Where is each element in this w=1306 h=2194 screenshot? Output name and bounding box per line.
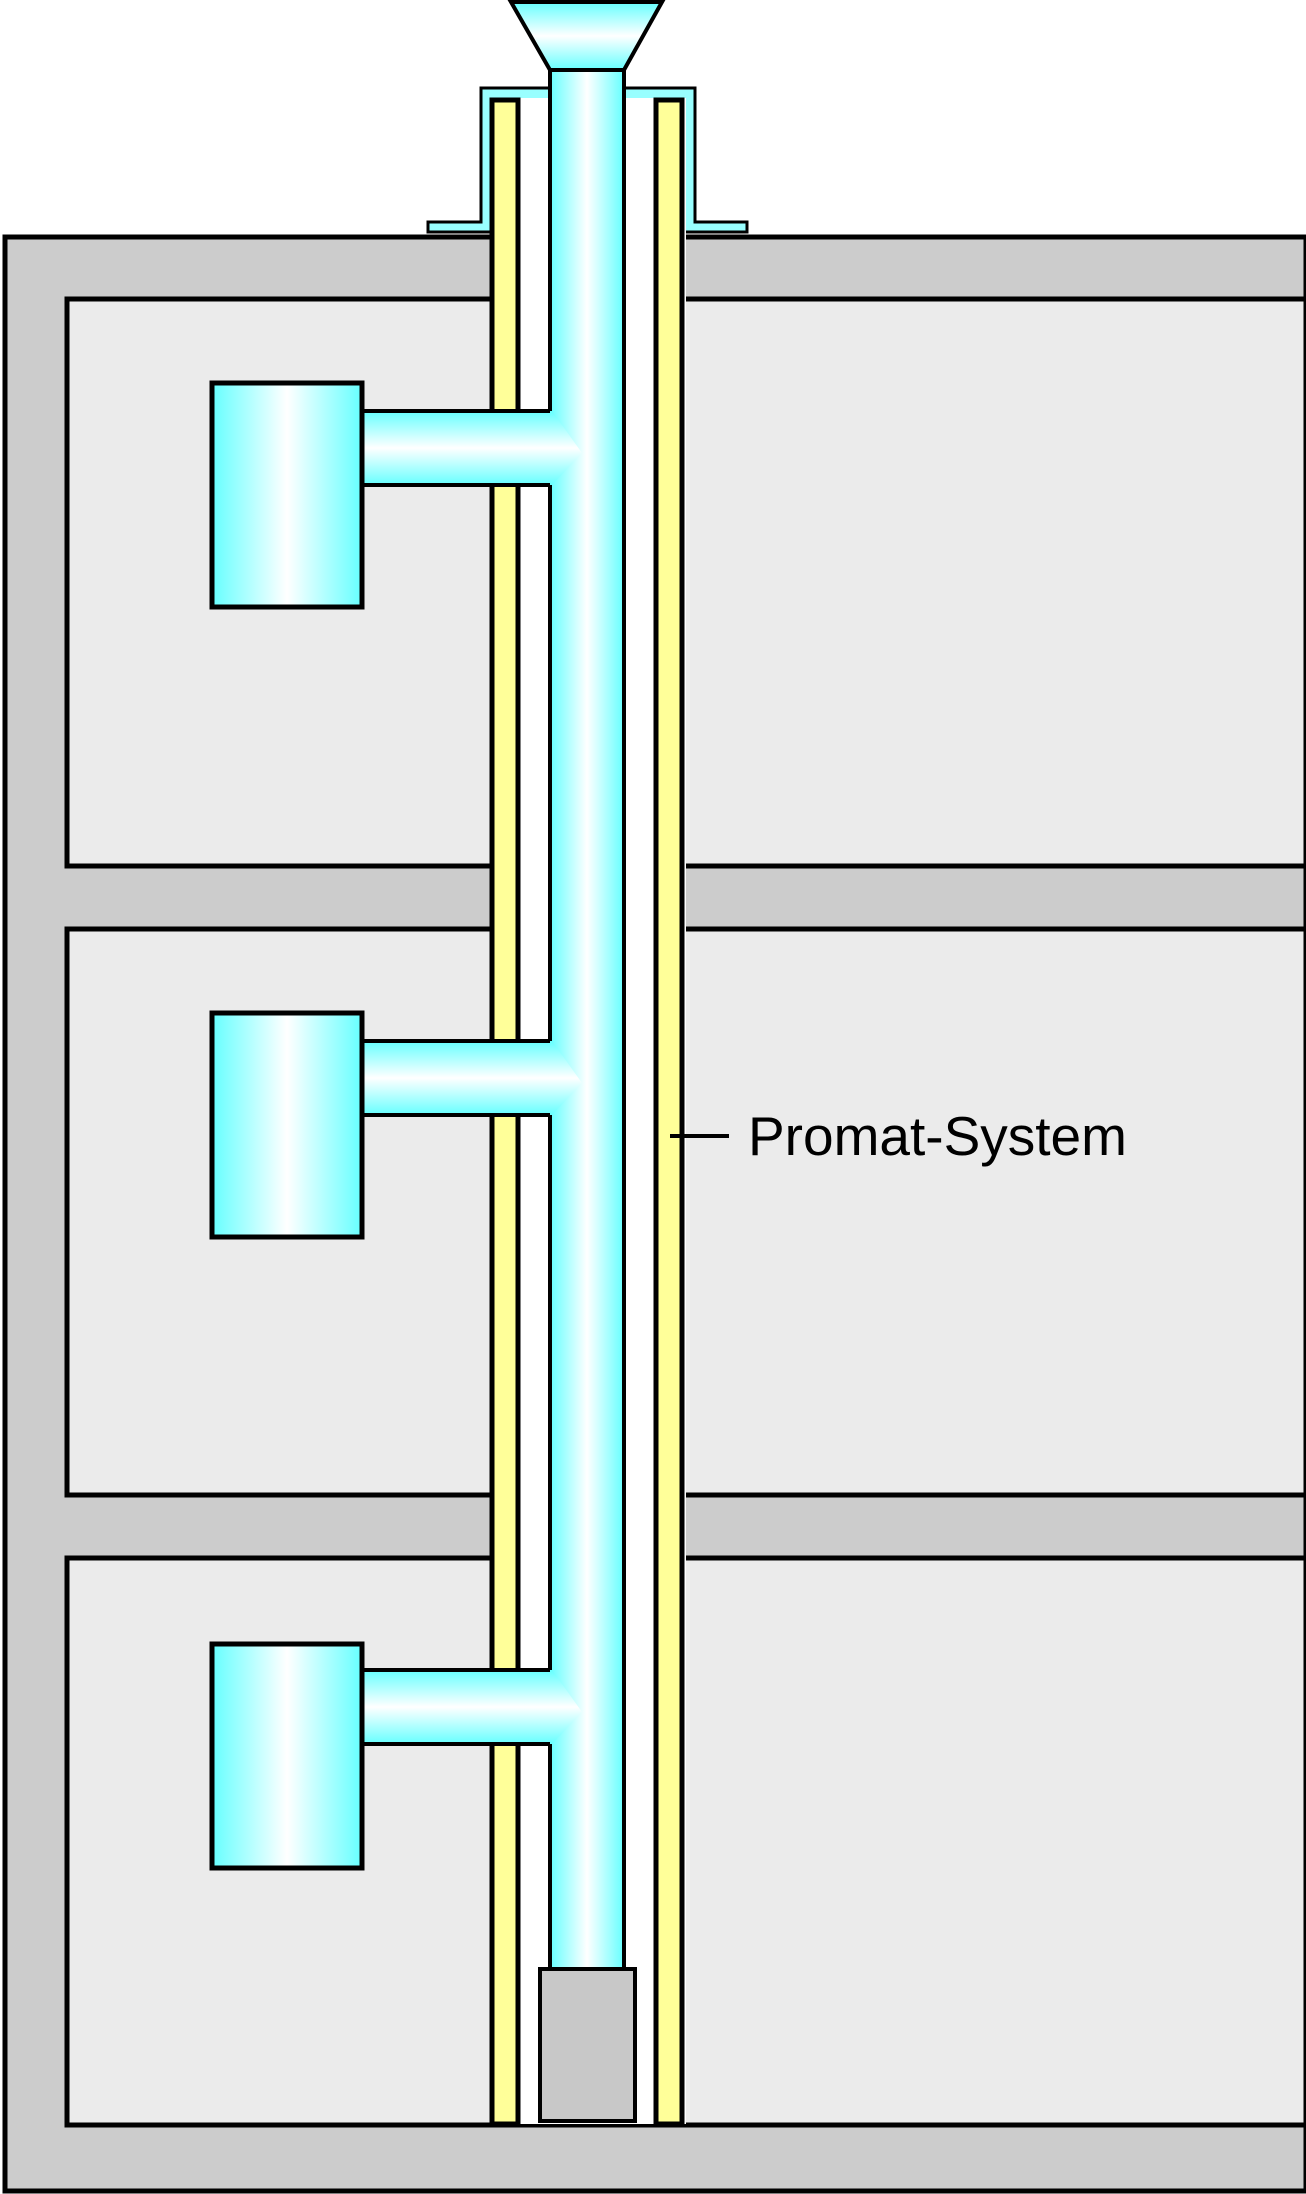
branch-duct-middle: [209, 1010, 582, 1240]
fire-board-right-outer: [653, 97, 685, 2127]
branch-duct-lower: [209, 1641, 582, 1871]
branch-duct-upper: [209, 380, 582, 610]
duct-base-block: [538, 1967, 637, 2123]
air-unit-upper: [209, 380, 365, 610]
air-unit-lower: [209, 1641, 365, 1871]
main-duct: [507, 0, 666, 2123]
air-unit-middle: [209, 1010, 365, 1240]
promat-system-label: Promat-System: [748, 1105, 1127, 1167]
promat-system-callout: Promat-System: [670, 1105, 1127, 1167]
roof-cowl: [507, 0, 666, 72]
